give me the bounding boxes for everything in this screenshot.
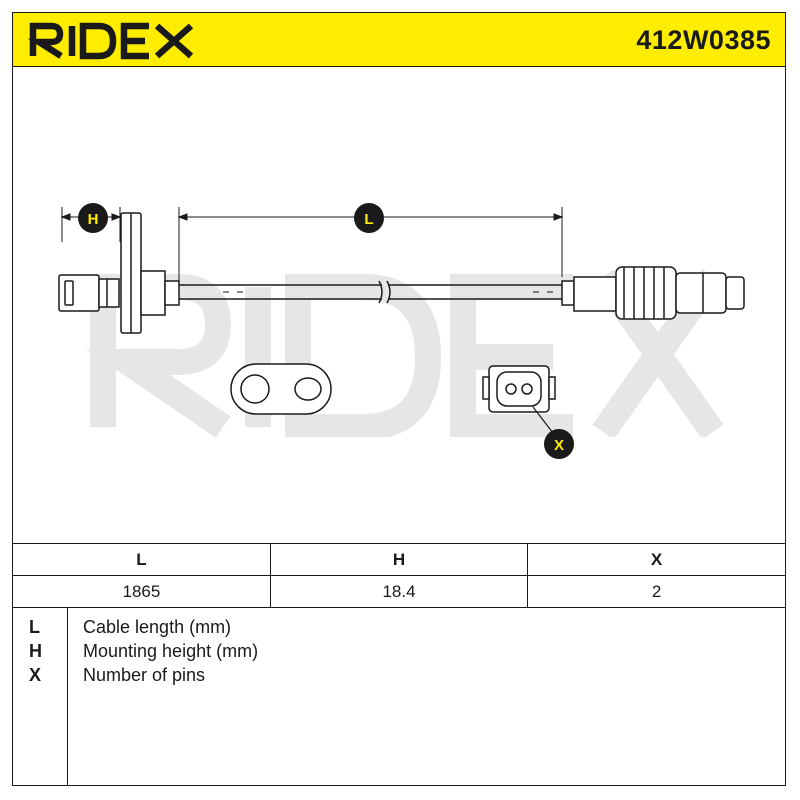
legend-item: H Mounting height (mm) bbox=[13, 641, 785, 665]
specs-value-x: 2 bbox=[527, 575, 785, 608]
cable bbox=[179, 280, 562, 304]
specs-value-l: 1865 bbox=[13, 575, 271, 608]
legend-item: X Number of pins bbox=[13, 665, 785, 689]
specs-header-row: L H X bbox=[13, 543, 785, 576]
legend-text: Cable length (mm) bbox=[83, 617, 232, 637]
legend-item: L Cable length (mm) bbox=[13, 617, 785, 641]
specs-header-x: X bbox=[527, 543, 785, 576]
sensor-drawing: H L bbox=[58, 203, 745, 459]
h-label-badge bbox=[78, 203, 108, 233]
specs-value-h: 18.4 bbox=[269, 575, 529, 608]
ridex-logo bbox=[27, 22, 194, 60]
l-label: L bbox=[364, 211, 373, 228]
specs-table: L H X 1865 18.4 2 bbox=[13, 543, 785, 608]
header-bar: 412W0385 bbox=[13, 13, 785, 67]
legend-key: L bbox=[29, 617, 40, 637]
l-label-badge bbox=[354, 203, 384, 233]
legend: L Cable length (mm) H Mounting height (m… bbox=[13, 607, 785, 785]
specs-value-row: 1865 18.4 2 bbox=[13, 575, 785, 608]
connector-end bbox=[561, 266, 745, 320]
specs-header-h: H bbox=[269, 543, 529, 576]
h-dimension-line bbox=[60, 207, 122, 242]
mounting-gasket bbox=[230, 363, 332, 415]
part-number: 412W0385 bbox=[636, 25, 771, 55]
legend-key: X bbox=[29, 665, 42, 685]
specs-header-l: L bbox=[13, 543, 271, 576]
legend-divider bbox=[67, 607, 68, 785]
legend-text: Number of pins bbox=[83, 665, 206, 685]
sensor-head bbox=[58, 212, 180, 334]
legend-text: Mounting height (mm) bbox=[83, 641, 259, 661]
legend-key: H bbox=[29, 641, 42, 661]
technical-drawing: H L bbox=[13, 67, 785, 543]
connector-face-icon bbox=[482, 365, 556, 413]
x-leader-line bbox=[532, 406, 554, 434]
product-sheet: 412W0385 H bbox=[12, 12, 786, 786]
x-label-badge bbox=[544, 429, 574, 459]
x-label: X bbox=[554, 437, 564, 454]
h-label: H bbox=[88, 211, 99, 228]
